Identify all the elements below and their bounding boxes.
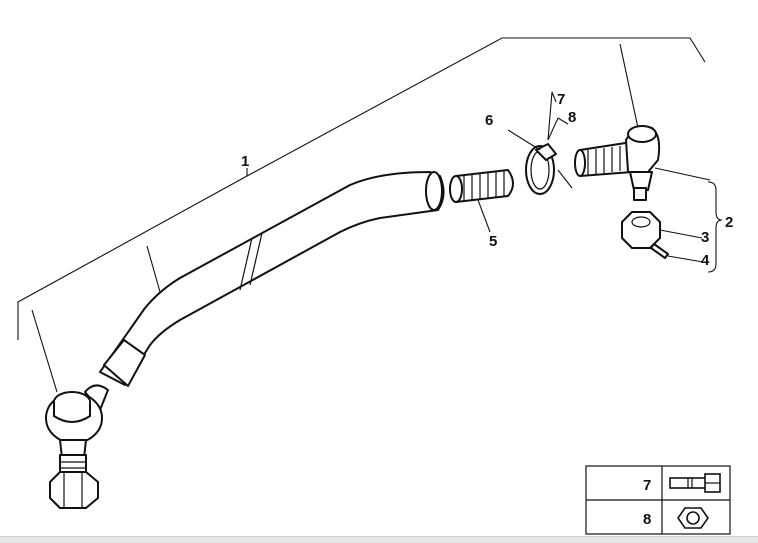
callout-2: 2 [725,214,733,231]
callout-1: 1 [241,153,249,170]
clamp-6 [507,91,573,195]
nut-icon [677,507,709,529]
legend-number-7: 7 [643,477,651,494]
hardware-legend: 7 8 [585,465,731,535]
legend-number-8: 8 [643,511,651,528]
group-bracket-2 [707,181,723,273]
callout-7: 7 [557,91,565,108]
cotter-pin-4 [650,243,704,263]
nut-3 [621,211,703,249]
callout-3: 3 [701,229,709,246]
left-ball-joint [45,384,109,509]
callout-6: 6 [485,112,493,129]
bottom-scroll-strip [0,536,758,543]
tie-rod-tube [99,171,445,387]
threaded-sleeve-5 [449,169,514,233]
callout-8: 8 [568,109,576,126]
callout-5: 5 [489,233,497,250]
assembly-bracket-1 [17,37,706,393]
bolt-icon [669,473,721,493]
callout-4: 4 [701,252,710,269]
right-ball-joint-2 [574,125,711,201]
